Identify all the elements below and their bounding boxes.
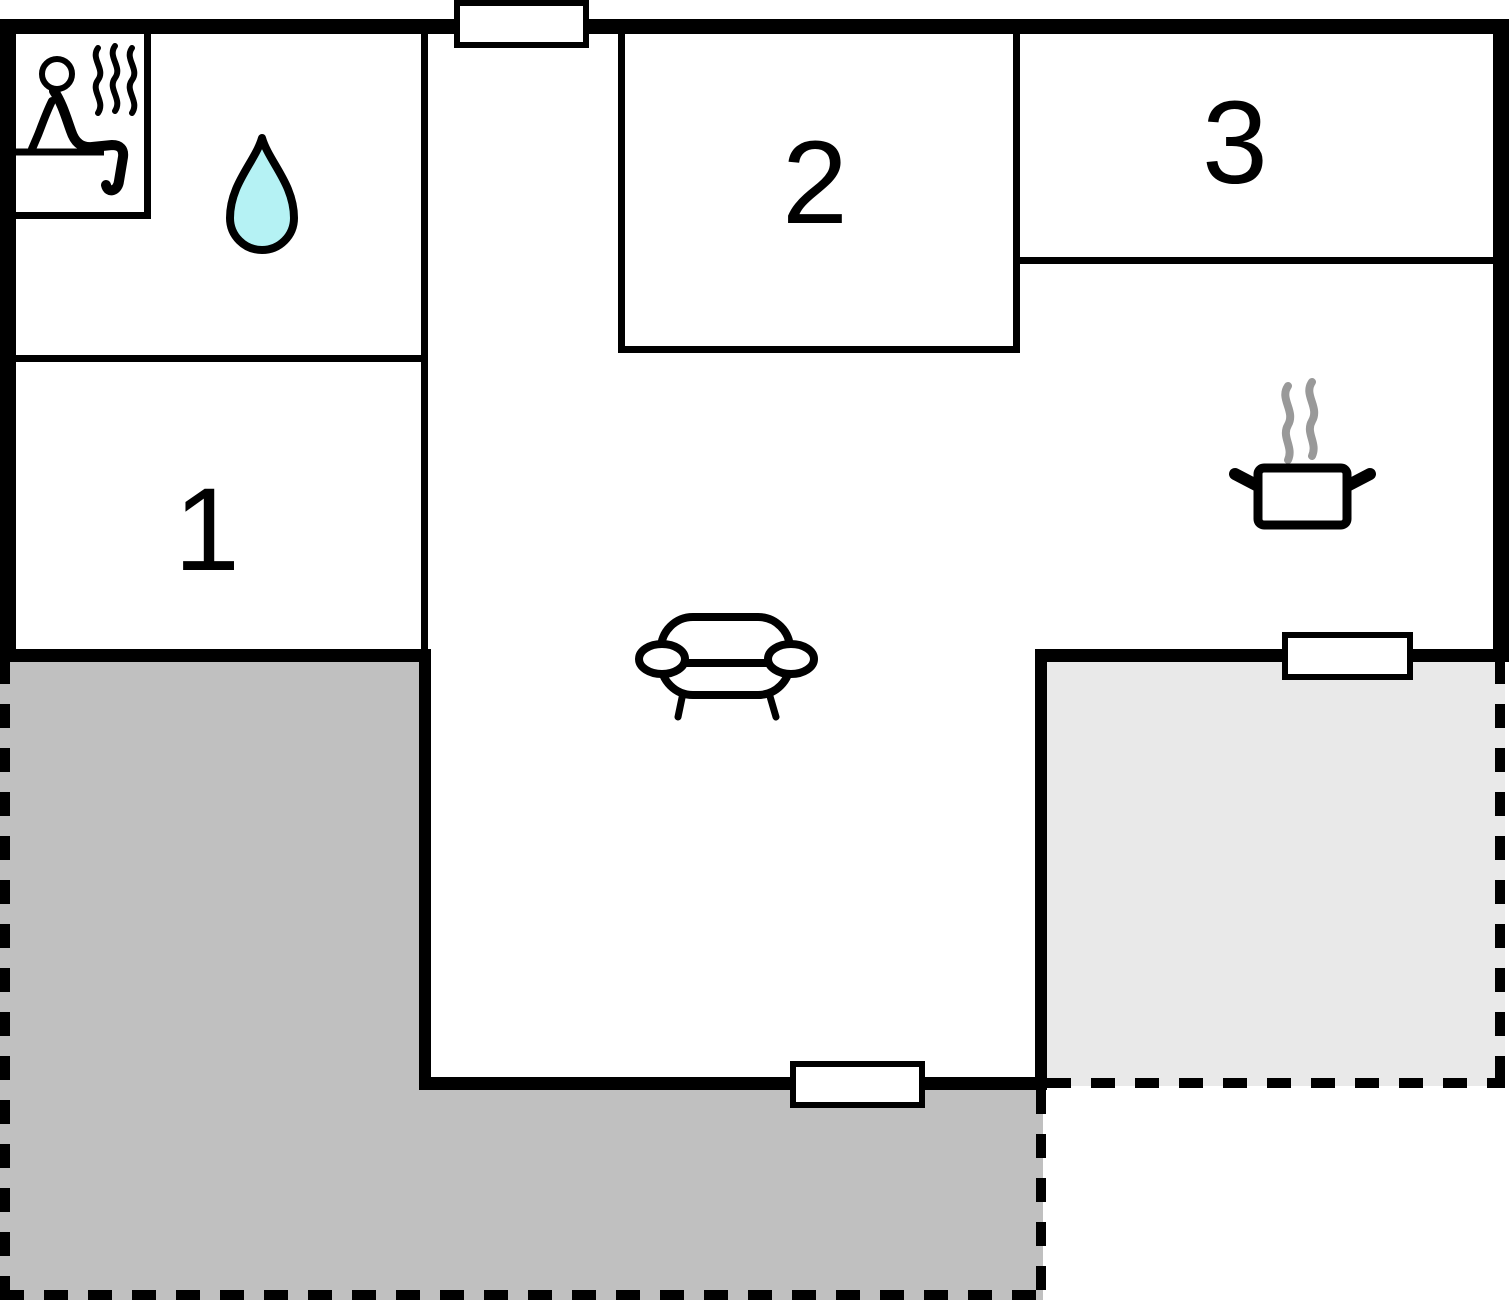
boundary-dashed-light-terrace-bottom [1047, 1078, 1505, 1088]
wall-room2-right [1013, 33, 1020, 353]
pot-steam-lines [1281, 378, 1319, 464]
window-bottom [790, 1061, 925, 1108]
wall-room2-bottom [618, 346, 1020, 353]
wall-outer-top [0, 19, 1509, 34]
wall-room3-bottom [1013, 257, 1509, 264]
person-head [39, 56, 75, 92]
room-1-label: 1 [174, 464, 240, 596]
wall-light-terrace-top [1035, 649, 1509, 662]
window-right [1282, 632, 1413, 680]
wall-room1-bottom [0, 649, 431, 662]
boundary-dashed-middle-right [1036, 1090, 1046, 1300]
wall-outer-right [1493, 19, 1509, 662]
person-arm [28, 97, 56, 153]
room-3-label: 3 [1202, 77, 1268, 209]
wall-room2-left [618, 33, 625, 353]
wall-corridor-right [1035, 649, 1047, 1090]
wall-outer-left [0, 19, 16, 662]
water-drop-icon [226, 134, 298, 254]
terrace-light-right [1047, 660, 1505, 1086]
wall-corridor-bottom [419, 1077, 1047, 1090]
boundary-dashed-bottom [0, 1290, 1046, 1300]
wall-bathroom-corridor [421, 33, 428, 651]
window-top [454, 0, 589, 48]
terrace-dark-left [0, 655, 427, 1300]
wall-sauna-bottom [16, 212, 151, 219]
boundary-dashed-far-right [1495, 660, 1505, 1086]
pot-body [1253, 463, 1352, 530]
wall-bathroom-room1-divider [0, 355, 428, 362]
sauna-steam-lines [92, 43, 138, 116]
room-2-label: 2 [782, 117, 848, 249]
sofa-armrest-left [635, 640, 689, 678]
wall-sauna-right [144, 33, 151, 219]
sofa-icon [635, 613, 818, 721]
cooking-pot-icon [1229, 378, 1376, 530]
boundary-dashed-left [0, 660, 10, 1300]
sofa-armrest-right [764, 640, 818, 678]
sauna-person-icon [16, 43, 138, 196]
person-body [49, 86, 129, 196]
wall-corridor-left [419, 649, 431, 1090]
terrace-dark-bottom [427, 1090, 1043, 1300]
